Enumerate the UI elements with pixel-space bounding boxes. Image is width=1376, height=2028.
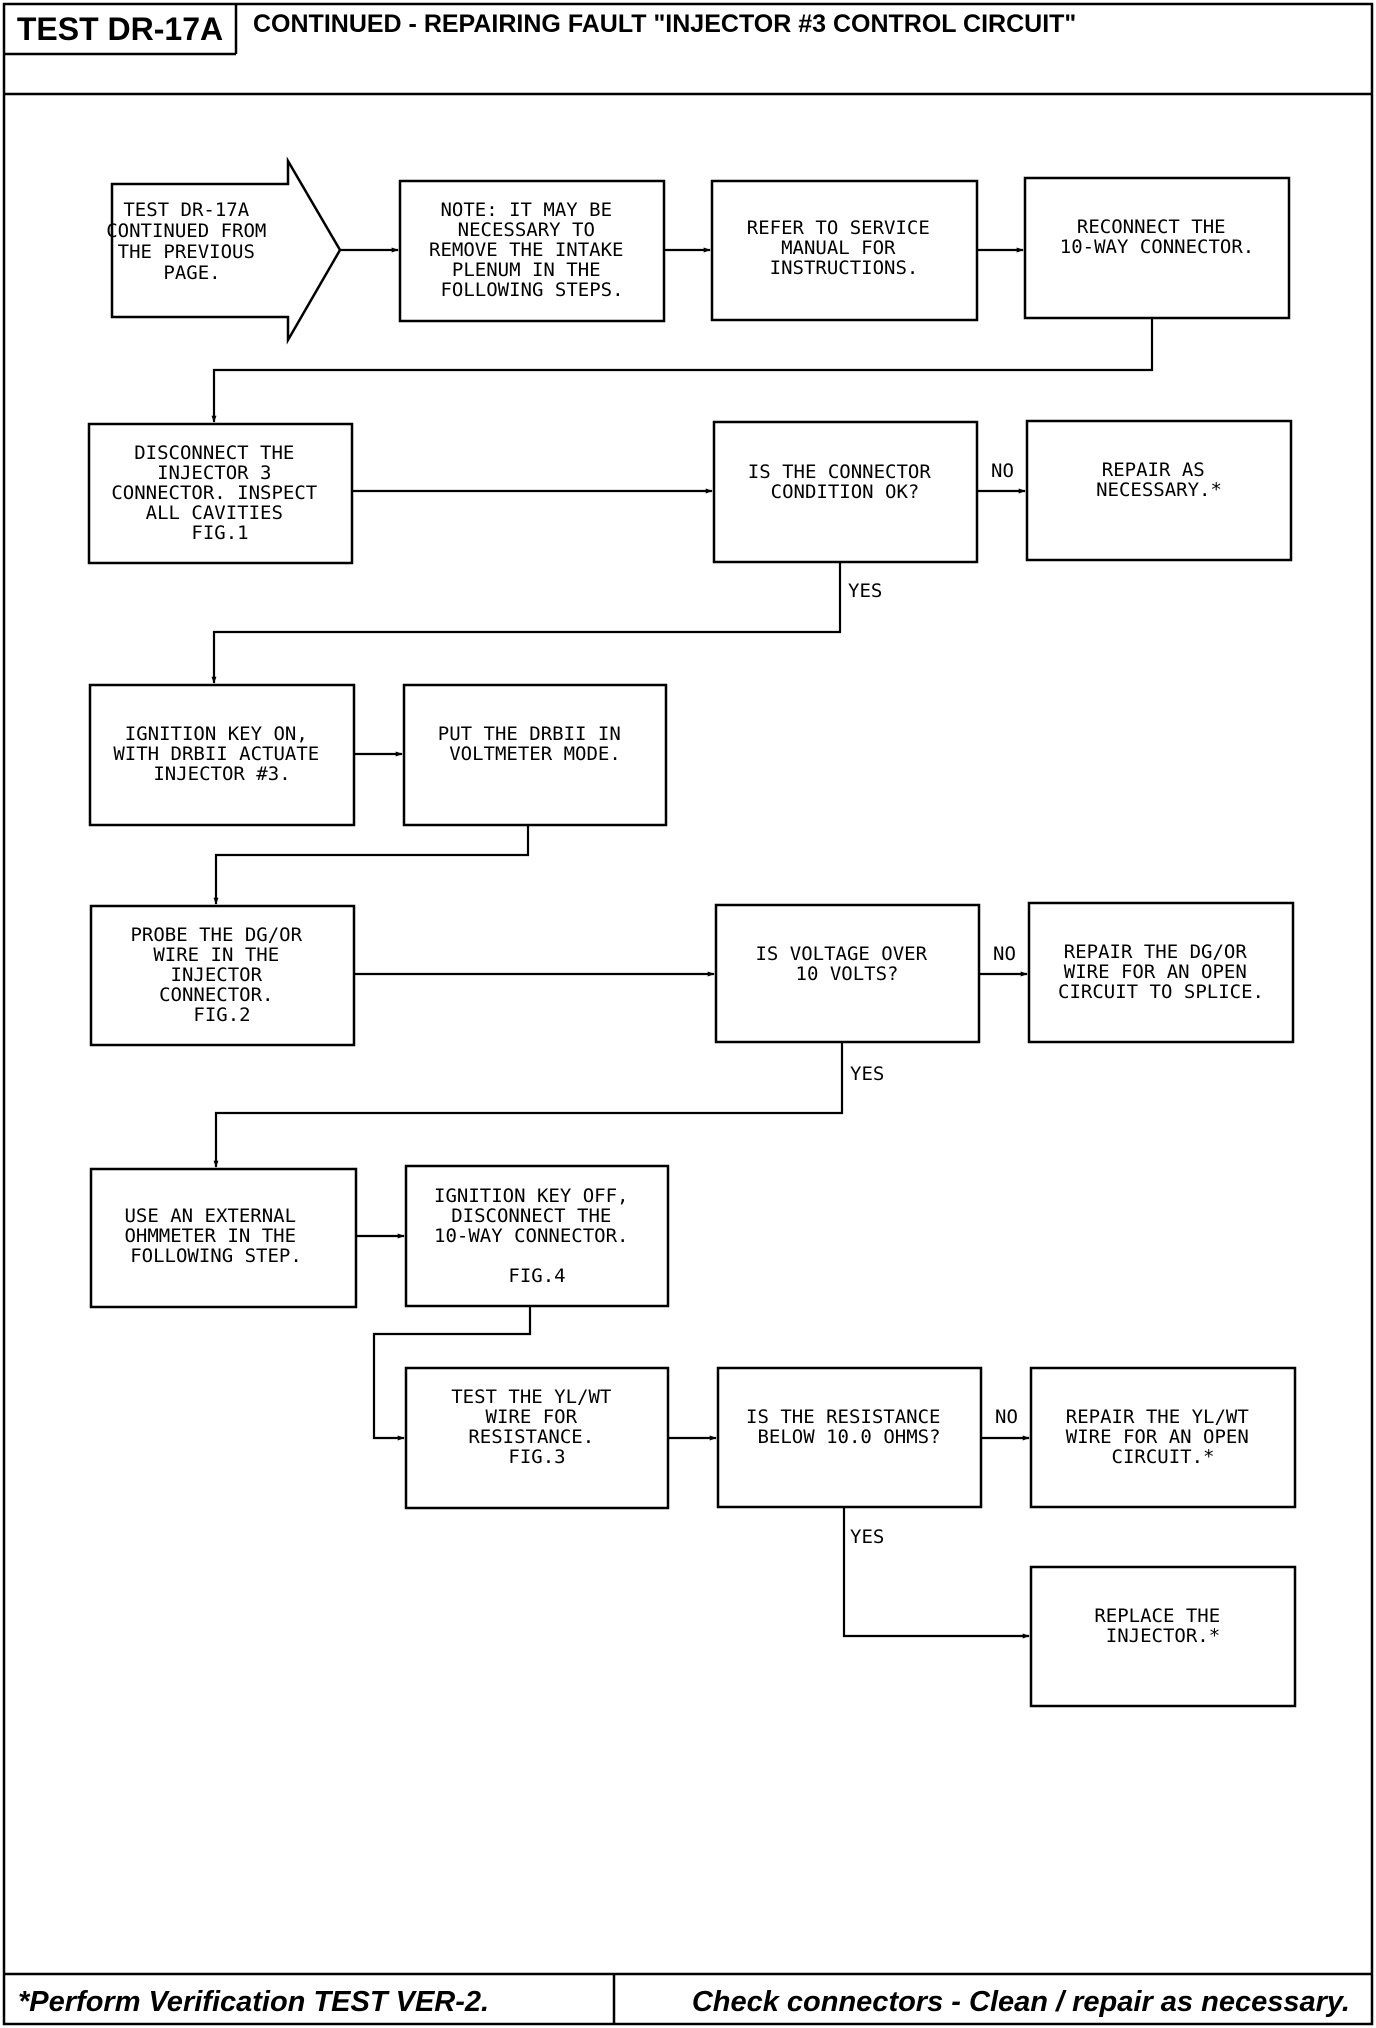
arrow-ignition-off-to-test <box>372 1306 532 1441</box>
replace-injector-text: REPLACE THE INJECTOR.* <box>1094 1605 1231 1647</box>
arrow-reconnect-to-disconnect <box>211 318 1154 423</box>
note-text: NOTE: IT MAY BE NECESSARY TO REMOVE THE … <box>429 199 635 301</box>
voltage-over-text: IS VOLTAGE OVER 10 VOLTS? <box>755 943 938 985</box>
reconnect-text: RECONNECT THE 10-WAY CONNECTOR. <box>1060 216 1254 258</box>
connector-ok-box: IS THE CONNECTOR CONDITION OK? <box>712 420 979 564</box>
connector-ok-text: IS THE CONNECTOR CONDITION OK? <box>748 461 942 503</box>
ignition-on-text: IGNITION KEY ON, WITH DRBII ACTUATE INJE… <box>113 723 330 785</box>
repair-necessary-box: REPAIR AS NECESSARY.* <box>1025 419 1293 562</box>
footer: *Perform Verification TEST VER-2. Check … <box>4 1972 1372 2024</box>
yes-label: YES <box>850 1063 884 1085</box>
page-title: CONTINUED - REPAIRING FAULT "INJECTOR #3… <box>253 10 1076 38</box>
external-ohmmeter-text: USE AN EXTERNAL OHMMETER IN THE FOLLOWIN… <box>124 1205 307 1267</box>
reconnect-box: RECONNECT THE 10-WAY CONNECTOR. <box>1023 176 1291 320</box>
test-id: TEST DR-17A <box>17 11 223 47</box>
arrow-voltage-yes <box>213 1042 844 1168</box>
header: TEST DR-17A CONTINUED - REPAIRING FAULT … <box>4 4 1372 96</box>
arrow-voltmeter-to-probe <box>213 826 530 905</box>
disconnect-injector-text: DISCONNECT THE INJECTOR 3 CONNECTOR. INS… <box>111 442 328 544</box>
repair-dg-or-text: REPAIR THE DG/OR WIRE FOR AN OPEN CIRCUI… <box>1058 941 1264 1003</box>
ignition-on-box: IGNITION KEY ON, WITH DRBII ACTUATE INJE… <box>88 683 356 827</box>
disconnect-injector-box: DISCONNECT THE INJECTOR 3 CONNECTOR. INS… <box>87 422 354 565</box>
note-box: NOTE: IT MAY BE NECESSARY TO REMOVE THE … <box>398 179 666 323</box>
test-yl-wt-text: TEST THE YL/WT WIRE FOR RESISTANCE. FIG.… <box>451 1386 623 1468</box>
connectors <box>211 247 1154 1639</box>
no-label: NO <box>995 1406 1018 1428</box>
repair-yl-wt-text: REPAIR THE YL/WT WIRE FOR AN OPEN CIRCUI… <box>1066 1406 1260 1468</box>
voltmeter-mode-text: PUT THE DRBII IN VOLTMETER MODE. <box>438 723 632 765</box>
no-label: NO <box>991 460 1014 482</box>
start-arrow-shape <box>110 156 342 345</box>
resistance-below-box: IS THE RESISTANCE BELOW 10.0 OHMS? <box>716 1366 983 1509</box>
start-arrow: TEST DR-17A CONTINUED FROM THE PREVIOUS … <box>106 156 342 345</box>
external-ohmmeter-box: USE AN EXTERNAL OHMMETER IN THE FOLLOWIN… <box>89 1167 358 1309</box>
footer-left: *Perform Verification TEST VER-2. <box>18 1986 489 2018</box>
ignition-off-box: IGNITION KEY OFF, DISCONNECT THE 10-WAY … <box>404 1164 670 1308</box>
probe-wire-text: PROBE THE DG/OR WIRE IN THE INJECTOR CON… <box>130 924 313 1026</box>
repair-necessary-text: REPAIR AS NECESSARY.* <box>1096 459 1222 501</box>
start-text: TEST DR-17A CONTINUED FROM THE PREVIOUS … <box>106 199 278 284</box>
replace-injector-box: REPLACE THE INJECTOR.* <box>1029 1565 1297 1708</box>
arrow-connector-ok-yes <box>211 562 842 684</box>
voltage-over-box: IS VOLTAGE OVER 10 VOLTS? <box>714 903 981 1044</box>
resistance-below-text: IS THE RESISTANCE BELOW 10.0 OHMS? <box>746 1406 952 1448</box>
footer-right: Check connectors - Clean / repair as nec… <box>692 1986 1350 2018</box>
ignition-off-text: IGNITION KEY OFF, DISCONNECT THE 10-WAY … <box>434 1185 640 1287</box>
refer-manual-box: REFER TO SERVICE MANUAL FOR INSTRUCTIONS… <box>710 179 979 322</box>
yes-label: YES <box>848 580 882 602</box>
arrow-resistance-yes <box>842 1507 1030 1639</box>
repair-yl-wt-box: REPAIR THE YL/WT WIRE FOR AN OPEN CIRCUI… <box>1029 1366 1297 1509</box>
probe-wire-box: PROBE THE DG/OR WIRE IN THE INJECTOR CON… <box>89 904 356 1047</box>
voltmeter-mode-box: PUT THE DRBII IN VOLTMETER MODE. <box>402 683 668 827</box>
repair-dg-or-box: REPAIR THE DG/OR WIRE FOR AN OPEN CIRCUI… <box>1027 901 1295 1044</box>
refer-manual-text: REFER TO SERVICE MANUAL FOR INSTRUCTIONS… <box>747 217 941 279</box>
test-yl-wt-box: TEST THE YL/WT WIRE FOR RESISTANCE. FIG.… <box>404 1366 670 1510</box>
no-label: NO <box>993 943 1016 965</box>
yes-label: YES <box>850 1526 884 1548</box>
